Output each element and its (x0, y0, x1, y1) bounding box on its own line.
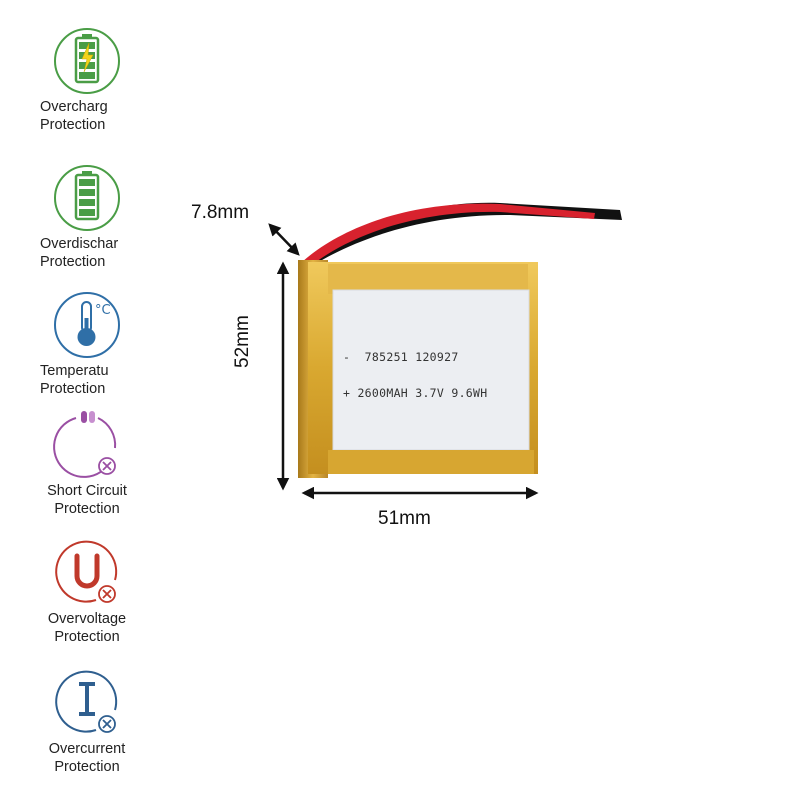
battery-bottom-tape (328, 450, 534, 474)
short-circuit-icon (52, 410, 122, 480)
wire-black (308, 202, 622, 266)
battery-label (332, 289, 530, 451)
feature-overcurrent: Overcurrent Protection (22, 668, 152, 788)
feature-overdischarge: Overdischar Protection (22, 163, 152, 283)
wire-red (302, 203, 595, 268)
feature-temperature: °C Temperatu Protection (22, 290, 152, 410)
height-label: 52mm (232, 315, 253, 368)
thickness-label: 7.8mm (191, 202, 250, 223)
battery-label-line2: + 2600MAH 3.7V 9.6WH (343, 386, 488, 400)
overcurrent-icon (52, 668, 122, 738)
feature-label: Temperatu Protection (40, 363, 109, 397)
feature-label: Overcurrent Protection (48, 741, 126, 775)
battery-illustration (268, 202, 622, 500)
feature-label: Overdischar Protection (40, 236, 119, 270)
feature-list: Overcharg Protection Overdischar Protect… (0, 0, 150, 800)
feature-overcharge: Overcharg Protection (22, 26, 152, 146)
feature-overvoltage: Overvoltage Protection (22, 538, 152, 658)
battery-top-tape (328, 264, 528, 294)
width-label: 51mm (378, 508, 431, 529)
svg-text:°C: °C (95, 303, 111, 318)
battery-full-icon (52, 163, 122, 233)
thermometer-icon: °C (52, 290, 122, 360)
feature-label: Overvoltage Protection (47, 611, 127, 645)
battery-product: 7.8mm 52mm 51mm - 785251 120927 + 2600MA… (180, 170, 650, 540)
battery-charge-icon (52, 26, 122, 96)
battery-label-line1: - 785251 120927 (343, 350, 459, 364)
thickness-arrow (268, 223, 300, 256)
overvoltage-icon (52, 538, 122, 608)
feature-label: Overcharg Protection (40, 99, 108, 133)
feature-short-circuit: Short Circuit Protection (22, 410, 152, 530)
feature-label: Short Circuit Protection (47, 483, 127, 517)
